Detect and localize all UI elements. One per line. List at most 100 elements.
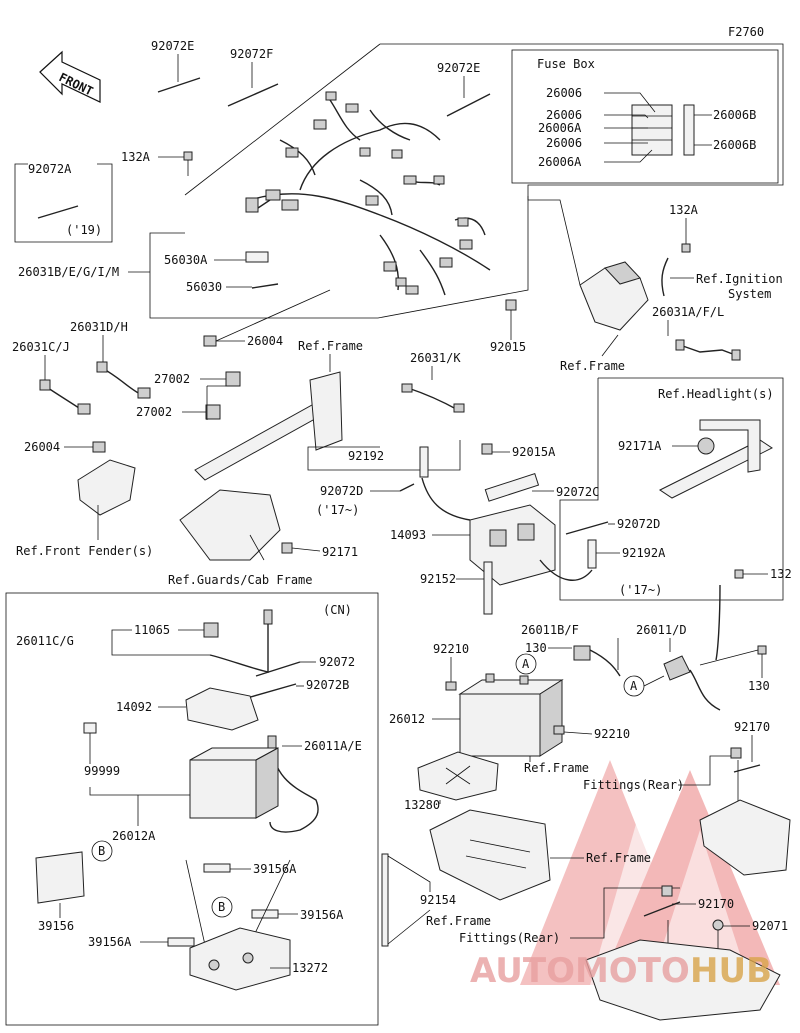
label-92192A: 92192A xyxy=(622,546,666,560)
battery-cover-14092 xyxy=(185,687,259,731)
label-92170-b: 92170 xyxy=(698,897,734,911)
battery-frame-lower xyxy=(429,809,551,901)
label-92071: 92071 xyxy=(752,919,788,933)
rear-fitting-bracket-a xyxy=(699,799,791,876)
ref-frame-a: Ref.Frame xyxy=(560,359,625,373)
front-fender-part xyxy=(77,459,136,516)
ref-frame-d: Ref.Frame xyxy=(586,851,651,865)
label-year-17-a: ('17~) xyxy=(316,503,359,517)
fuse-label-3: 26006A xyxy=(538,121,582,135)
label-92154: 92154 xyxy=(420,893,456,907)
label-92210-a: 92210 xyxy=(433,642,469,656)
battery-tray-13280 xyxy=(417,751,499,801)
label-92015: 92015 xyxy=(490,340,526,354)
watermark-logo xyxy=(520,760,780,985)
ref-front-fender: Ref.Front Fender(s) xyxy=(16,544,153,558)
callout-B-a xyxy=(91,840,113,862)
ref-fittings-rear-b: Fittings(Rear) xyxy=(459,931,560,945)
callout-A-a xyxy=(515,653,537,675)
label-26004-a: 26004 xyxy=(247,334,283,348)
label-56030: 56030 xyxy=(186,280,222,294)
frame-member-center xyxy=(194,371,343,481)
fuse-label-2: 26006 xyxy=(546,108,582,122)
label-26004-b: 26004 xyxy=(24,440,60,454)
watermark-part2: HUB xyxy=(690,951,772,991)
label-13280: 13280 xyxy=(404,798,440,812)
label-11065: 11065 xyxy=(134,623,170,637)
label-year-19: ('19) xyxy=(66,223,102,237)
battery-tray-13272 xyxy=(189,927,291,991)
label-92171: 92171 xyxy=(322,545,358,559)
label-26012: 26012 xyxy=(389,712,425,726)
label-92210-b: 92210 xyxy=(594,727,630,741)
label-92072B: 92072B xyxy=(306,678,349,692)
bracket-box-92072A: 92072A ('19) xyxy=(14,162,113,243)
label-14092: 14092 xyxy=(116,700,152,714)
label-39156: 39156 xyxy=(38,919,74,933)
label-26011CG: 26011C/G xyxy=(16,634,74,648)
label-132A-b: 132A xyxy=(669,203,699,217)
ref-frame-e: Ref.Frame xyxy=(426,914,491,928)
label-26011BF: 26011B/F xyxy=(521,623,579,637)
battery-26012 xyxy=(458,673,564,757)
label-92072E-a: 92072E xyxy=(151,39,194,53)
ref-fittings-rear-a: Fittings(Rear) xyxy=(583,778,684,792)
label-92072: 92072 xyxy=(319,655,355,669)
label-92072C: 92072C xyxy=(556,485,599,499)
ref-ignition-1: Ref.Ignition xyxy=(696,272,783,286)
callout-A-b-text: A xyxy=(630,679,638,693)
callout-B-b xyxy=(211,896,233,918)
label-27002-b: 27002 xyxy=(136,405,172,419)
guards-cab-frame-part xyxy=(179,489,281,561)
front-arrow: FRONT xyxy=(39,50,101,103)
fuse-box-title: Fuse Box xyxy=(537,57,595,71)
label-92170-a: 92170 xyxy=(734,720,770,734)
label-92152: 92152 xyxy=(420,572,456,586)
label-92072E-b: 92072E xyxy=(437,61,480,75)
main-wiring-harness xyxy=(245,91,491,296)
label-92192: 92192 xyxy=(348,449,384,463)
ref-frame-b: Ref.Frame xyxy=(298,339,363,353)
rear-fitting-bracket-b xyxy=(585,939,781,1021)
cn-box xyxy=(5,592,379,1026)
label-56030A: 56030A xyxy=(164,253,208,267)
label-26012A: 26012A xyxy=(112,829,156,843)
label-26031BEGIM: 26031B/E/G/I/M xyxy=(18,265,119,279)
headlight-frame-part xyxy=(659,419,773,499)
fuse-box-panel: Fuse Box 26006 26006 26006A 26006 26006A… xyxy=(511,49,779,184)
label-26011D: 26011/D xyxy=(636,623,687,637)
label-92072F: 92072F xyxy=(230,47,273,61)
fuse-label-7: 26006B xyxy=(713,138,756,152)
fuse-label-5: 26006A xyxy=(538,155,582,169)
label-130-a: 130 xyxy=(525,641,547,655)
label-92072D-b: 92072D xyxy=(617,517,660,531)
label-130-b: 130 xyxy=(748,679,770,693)
label-92015A: 92015A xyxy=(512,445,556,459)
label-26031AFL: 26031A/F/L xyxy=(652,305,724,319)
diagram-code: F2760 xyxy=(728,25,764,39)
harness-outline xyxy=(149,43,784,319)
label-year-17-b: ('17~) xyxy=(619,583,662,597)
fuse-label-1: 26006 xyxy=(546,86,582,100)
callout-B-b-text: B xyxy=(218,900,225,914)
label-13272: 13272 xyxy=(292,961,328,975)
label-26031CJ: 26031C/J xyxy=(12,340,70,354)
label-39156A-b: 39156A xyxy=(300,908,344,922)
battery-case-14093 xyxy=(469,504,556,586)
label-cn: (CN) xyxy=(323,603,352,617)
label-26031DH: 26031D/H xyxy=(70,320,128,334)
ref-frame-c: Ref.Frame xyxy=(524,761,589,775)
label-132: 132 xyxy=(770,567,792,581)
watermark-part1: AUTOMOTO xyxy=(470,951,690,991)
fuse-label-6: 26006B xyxy=(713,108,756,122)
fuse-label-4: 26006 xyxy=(546,136,582,150)
watermark-text: AUTOMOTO HUB xyxy=(470,951,772,991)
label-26031K: 26031/K xyxy=(410,351,461,365)
label-27002-a: 27002 xyxy=(154,372,190,386)
ref-headlight: Ref.Headlight(s) xyxy=(658,387,774,401)
label-132A-a: 132A xyxy=(121,150,151,164)
label-39156A-c: 39156A xyxy=(88,935,132,949)
label-92072D-a: 92072D xyxy=(320,484,363,498)
